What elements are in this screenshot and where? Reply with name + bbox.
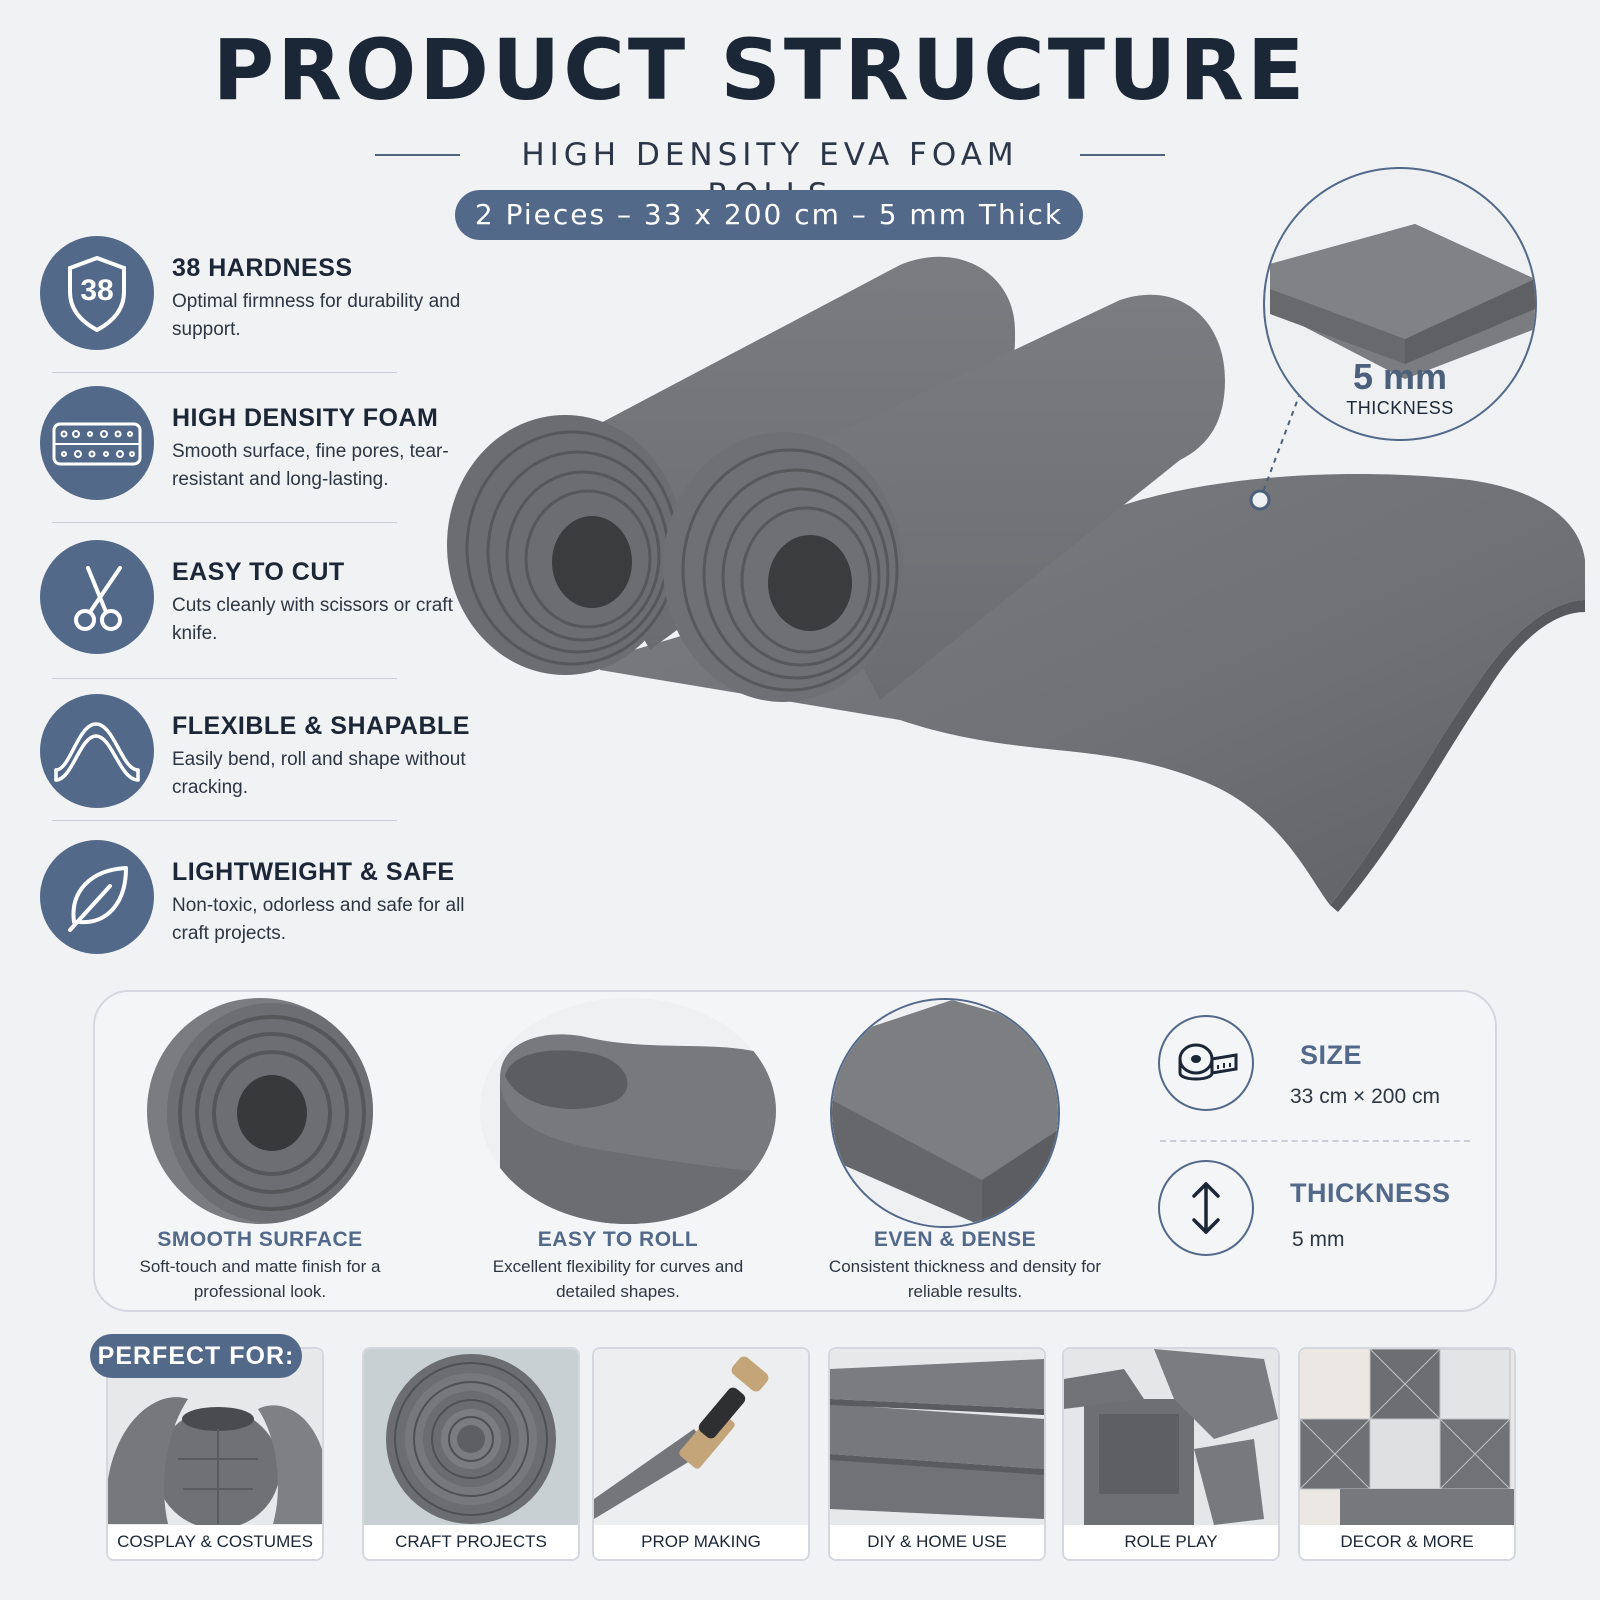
feature-hardness: 38 38 HARDNESS Optimal firmness for dura… (40, 236, 460, 366)
rolled-foam-image (147, 998, 373, 1224)
detail-even-dense: EVEN & DENSE Consistent thickness and de… (810, 998, 1101, 1301)
scissors-icon (40, 540, 154, 654)
feature-flexible: FLEXIBLE & SHAPABLE Easily bend, roll an… (40, 694, 469, 824)
spec-pill: 2 Pieces – 33 x 200 cm – 5 mm Thick (455, 190, 1083, 240)
detail-easy-to-roll: EASY TO ROLL Excellent flexibility for c… (460, 998, 776, 1301)
use-label: ROLE PLAY (1064, 1525, 1278, 1559)
subtitle-rule-right (1080, 154, 1165, 156)
foam-flower-image (364, 1349, 578, 1559)
leaf-icon (40, 840, 154, 954)
feature-cut: EASY TO CUT Cuts cleanly with scissors o… (40, 540, 453, 670)
divider (52, 820, 397, 821)
feature-title: LIGHTWEIGHT & SAFE (172, 858, 455, 886)
foam-edge-image (830, 998, 1060, 1228)
foam-sheets-image (830, 1349, 1044, 1559)
hardness-value: 38 (80, 274, 114, 307)
cosplay-armor-image (108, 1349, 322, 1559)
perfect-for-badge: PERFECT FOR: (90, 1334, 302, 1378)
subtitle-row: HIGH DENSITY EVA FOAM ROLLS (375, 135, 1165, 213)
tape-measure-icon (1158, 1015, 1254, 1111)
detail-smooth-surface: SMOOTH SURFACE Soft-touch and matte fini… (110, 998, 380, 1301)
bend-icon (40, 694, 154, 808)
detail-title: EASY TO ROLL (537, 1228, 699, 1251)
use-card-prop: PROP MAKING (592, 1347, 810, 1561)
foam-armor-pieces-image (1064, 1349, 1278, 1559)
use-label: COSPLAY & COSTUMES (108, 1525, 322, 1559)
thickness-zoom-label: THICKNESS (1346, 398, 1454, 418)
feature-title: FLEXIBLE & SHAPABLE (172, 712, 470, 740)
foam-wall-panels-image (1300, 1349, 1514, 1559)
thickness-zoom-value: 5 mm (1352, 356, 1448, 397)
use-card-craft: CRAFT PROJECTS (362, 1347, 580, 1561)
size-title: SIZE (1300, 1040, 1363, 1070)
use-card-decor: DECOR & MORE (1298, 1347, 1516, 1561)
feature-title: EASY TO CUT (172, 558, 345, 586)
feature-safe: LIGHTWEIGHT & SAFE Non-toxic, odorless a… (40, 840, 465, 970)
feature-title: 38 HARDNESS (172, 254, 353, 282)
size-value: 33 cm × 200 cm (1290, 1085, 1440, 1108)
vertical-arrows-icon (1158, 1160, 1254, 1256)
subtitle-rule-left (375, 154, 460, 156)
use-label: PROP MAKING (594, 1525, 808, 1559)
use-card-role-play: ROLE PLAY (1062, 1347, 1280, 1561)
feature-desc: Cuts cleanly with scissors or craft knif… (172, 595, 453, 644)
detail-desc: Soft-touch and matte finish for a profes… (139, 1257, 381, 1301)
detail-desc: Excellent flexibility for curves and det… (492, 1257, 744, 1301)
detail-desc: Consistent thickness and density for rel… (828, 1257, 1102, 1301)
use-card-cosplay: COSPLAY & COSTUMES (106, 1347, 324, 1561)
feature-desc: Optimal firmness for durability and supp… (172, 291, 461, 340)
use-label: CRAFT PROJECTS (364, 1525, 578, 1559)
feature-density: HIGH DENSITY FOAM Smooth surface, fine p… (40, 386, 449, 516)
thickness-value: 5 mm (1292, 1228, 1345, 1251)
detail-title: EVEN & DENSE (873, 1228, 1037, 1251)
spec-separator (1160, 1140, 1470, 1142)
feature-title: HIGH DENSITY FOAM (172, 404, 439, 432)
divider (52, 522, 397, 523)
thickness-zoom (1263, 167, 1537, 441)
divider (52, 372, 397, 373)
use-label: DIY & HOME USE (830, 1525, 1044, 1559)
shield-icon: 38 (40, 236, 154, 350)
use-label: DECOR & MORE (1300, 1525, 1514, 1559)
feature-desc: Smooth surface, fine pores, tear-resista… (172, 441, 449, 490)
use-card-diy: DIY & HOME USE (828, 1347, 1046, 1561)
detail-title: SMOOTH SURFACE (157, 1228, 363, 1251)
foam-rolls-illustration (447, 256, 1585, 912)
feature-desc: Non-toxic, odorless and safe for all cra… (172, 895, 465, 944)
page-title: PRODUCT STRUCTURE (212, 21, 1308, 119)
thickness-title: THICKNESS (1290, 1178, 1451, 1208)
foam-sword-image (594, 1349, 808, 1559)
rolling-sheet-image (480, 998, 776, 1224)
divider (52, 678, 397, 679)
feature-desc: Easily bend, roll and shape without crac… (172, 749, 466, 798)
foam-pores-icon (40, 386, 154, 500)
